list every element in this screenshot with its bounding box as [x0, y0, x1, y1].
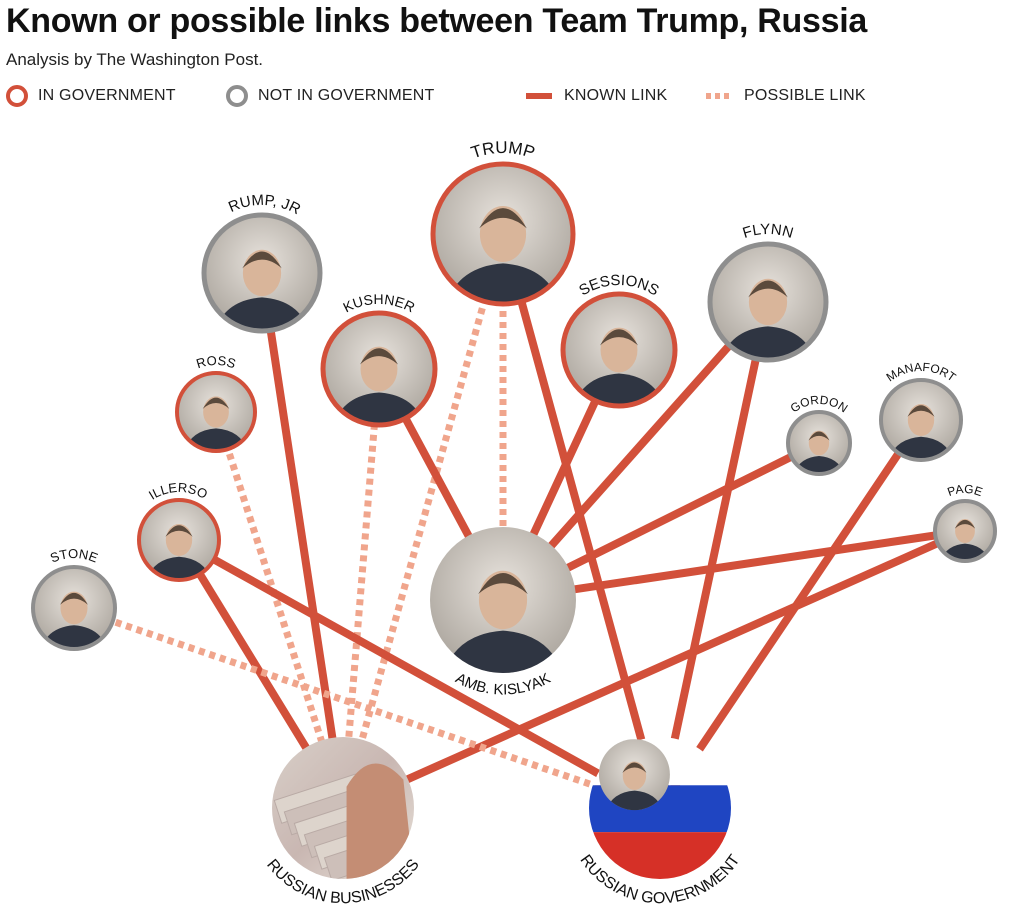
link-trump_jr-businesses — [258, 272, 347, 809]
node-trump_jr: TRUMP, JR. — [0, 0, 323, 334]
hair-shape — [954, 519, 976, 529]
hair-shape — [808, 431, 830, 441]
legend-possible-link: POSSIBLE LINK — [706, 84, 866, 108]
link-page-kislyak — [502, 527, 966, 604]
red-ring-icon — [6, 85, 28, 107]
legend-known-link-label: KNOWN LINK — [564, 87, 668, 104]
in_government-ring — [175, 371, 257, 453]
node-trump: TRUMP — [430, 138, 576, 307]
node-label-stone: STONE — [48, 546, 100, 566]
hair-shape — [479, 208, 527, 229]
link-stone-government — [72, 604, 662, 812]
link-page-businesses — [341, 527, 967, 812]
nodes-layer: TRUMP TRUMP, JR.KUSHNER SESSIONS FLYNN ROSS G… — [0, 0, 997, 905]
legend-possible-link-label: POSSIBLE LINK — [744, 87, 866, 104]
node-tillerson: TILLERSON — [0, 0, 221, 582]
legend-not-in-government-label: NOT IN GOVERNMENT — [258, 87, 435, 104]
not_in_government-ring — [201, 212, 323, 334]
node-label-page: PAGE — [945, 482, 984, 499]
node-page: PAGE — [933, 482, 997, 563]
not_in_government-ring — [933, 499, 997, 563]
node-businesses: RUSSIAN BUSINESSES — [263, 737, 423, 905]
link-flynn-government — [656, 301, 772, 809]
page-subtitle: Analysis by The Washington Post. — [6, 50, 264, 69]
page-title: Known or possible links between Team Tru… — [6, 2, 867, 40]
node-kushner: KUSHNER — [320, 291, 438, 428]
node-label-flynn: FLYNN — [741, 221, 796, 242]
hair-shape — [359, 348, 399, 365]
in_government-ring — [430, 161, 576, 307]
legend-in-government: IN GOVERNMENT — [6, 84, 176, 108]
link-trump-government — [499, 232, 664, 810]
grey-ring-icon — [226, 85, 248, 107]
node-kislyak: AMB. KISLYAK — [430, 527, 576, 699]
hand-shape — [346, 763, 414, 879]
node-government: RUSSIAN GOVERNMENT — [576, 737, 744, 905]
in_government-ring — [320, 310, 438, 428]
link-kushner-businesses — [339, 368, 383, 809]
node-label-kislyak: AMB. KISLYAK — [453, 670, 554, 699]
node-flynn: FLYNN — [707, 221, 829, 363]
node-label-trump_jr: TRUMP, JR. — [0, 0, 303, 218]
legend-not-in-government: NOT IN GOVERNMENT — [226, 84, 434, 108]
hair-shape — [242, 251, 282, 269]
not_in_government-ring — [786, 410, 852, 476]
link-manafort-government — [656, 417, 925, 811]
in_government-ring — [137, 498, 221, 582]
node-label-trump: TRUMP — [469, 138, 537, 162]
solid-line-icon — [526, 93, 552, 99]
hair-shape — [165, 525, 193, 537]
not_in_government-ring — [879, 378, 963, 462]
hair-shape — [907, 405, 935, 417]
legend-known-link: KNOWN LINK — [526, 84, 667, 108]
node-label-gordon: GORDON — [788, 393, 851, 416]
node-ross: ROSS — [175, 353, 257, 453]
node-manafort: MANAFORT — [879, 360, 963, 462]
hair-shape — [478, 572, 528, 595]
node-sessions: SESSIONS — [560, 272, 678, 409]
node-label-ross: ROSS — [194, 353, 238, 372]
legend-in-government-label: IN GOVERNMENT — [38, 87, 176, 104]
hair-shape — [60, 592, 88, 605]
node-gordon: GORDON — [786, 393, 852, 476]
in_government-ring — [560, 291, 678, 409]
dashed-line-icon — [706, 93, 732, 99]
hair-shape — [202, 397, 230, 409]
not_in_government-ring — [707, 241, 829, 363]
hair-shape — [748, 280, 788, 298]
link-tillerson-government — [177, 536, 662, 812]
hair-shape — [599, 329, 639, 346]
not_in_government-ring — [31, 565, 117, 651]
node-stone: STONE — [31, 546, 117, 651]
hair-shape — [622, 762, 647, 773]
